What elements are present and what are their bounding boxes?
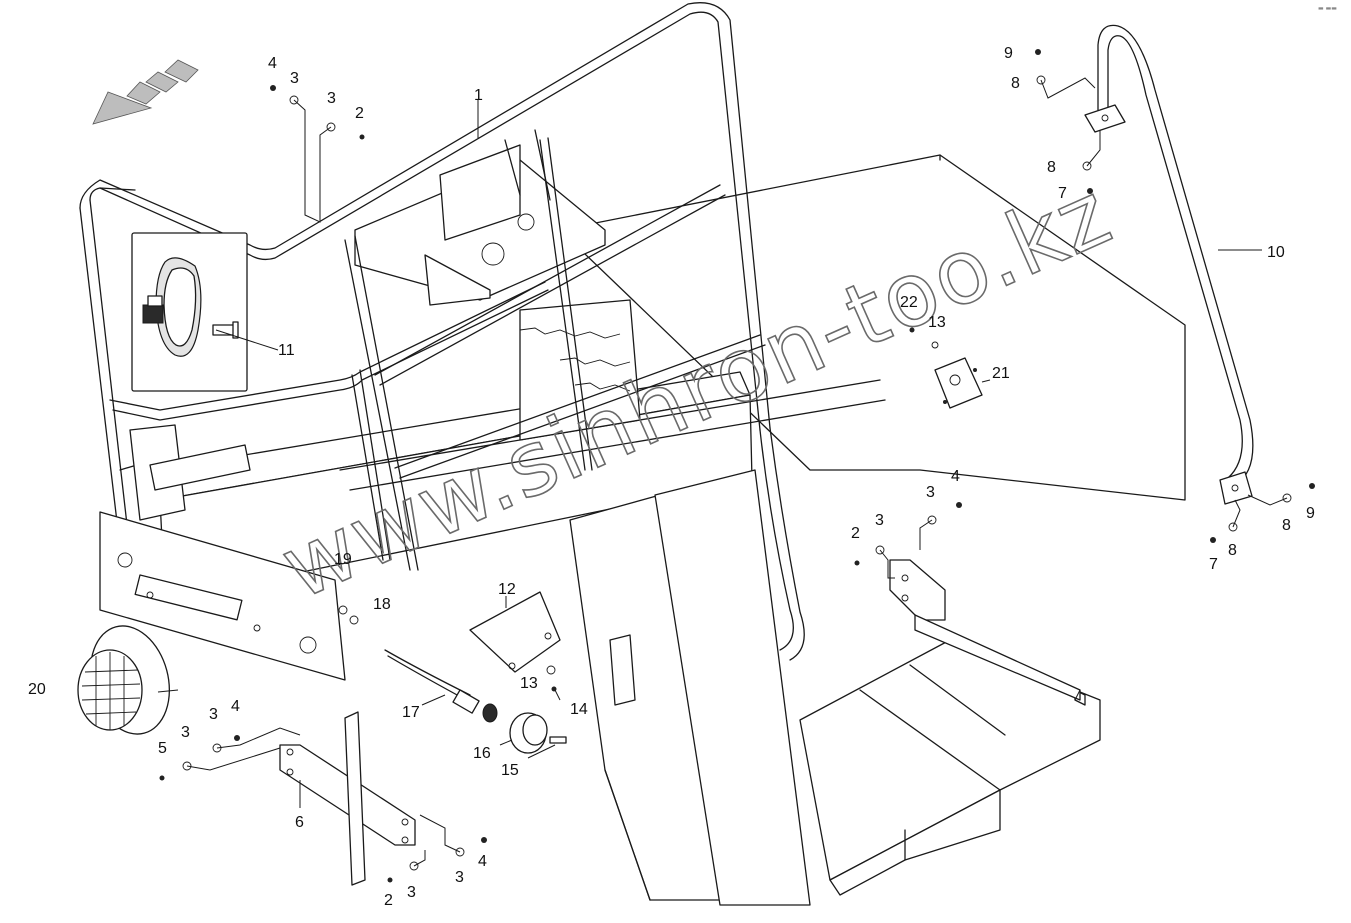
work-light-icon — [77, 625, 171, 735]
leader-lines — [157, 77, 1288, 867]
callout-7: 7 — [1209, 556, 1218, 573]
callout-3: 3 — [926, 484, 935, 501]
callout-3: 3 — [290, 70, 299, 87]
callout-3: 3 — [181, 724, 190, 741]
callout-3: 3 — [455, 869, 464, 886]
support-bracket — [279, 711, 416, 886]
mirror-plate — [131, 232, 248, 392]
callout-2: 2 — [384, 892, 393, 909]
callout-13: 13 — [928, 314, 946, 331]
callout-8: 8 — [1228, 542, 1237, 559]
corner-mark: ▬ ▬▬ — [1318, 5, 1337, 12]
callout-3: 3 — [327, 90, 336, 107]
callout-4: 4 — [951, 468, 960, 485]
callout-18: 18 — [373, 596, 391, 613]
callout-8: 8 — [1282, 517, 1291, 534]
callout-3: 3 — [875, 512, 884, 529]
rear-support-frame — [354, 129, 606, 306]
bottom-floor-plate — [799, 639, 1101, 896]
callout-3: 3 — [407, 884, 416, 901]
callout-15: 15 — [501, 762, 519, 779]
callout-12: 12 — [498, 581, 516, 598]
platform-floor-panel — [559, 154, 1186, 501]
callout-7: 7 — [1058, 185, 1067, 202]
callout-4: 4 — [268, 55, 277, 72]
bracket-plate-21 — [934, 357, 983, 409]
callout-14: 14 — [570, 701, 588, 718]
cable-connector — [384, 649, 567, 754]
left-side-frame — [129, 424, 251, 521]
cover-plate — [469, 591, 561, 673]
vertical-leg — [569, 469, 811, 906]
callout-8: 8 — [1047, 159, 1056, 176]
callout-21: 21 — [992, 365, 1010, 382]
callout-20: 20 — [28, 681, 46, 698]
callout-19: 19 — [334, 551, 352, 568]
callout-3: 3 — [209, 706, 218, 723]
callout-22: 22 — [900, 294, 918, 311]
callout-9: 9 — [1004, 45, 1013, 62]
callout-2: 2 — [851, 525, 860, 542]
mirror-icon — [142, 257, 202, 357]
callout-labels: 1 2 2 2 3 3 3 3 3 3 3 3 4 4 4 4 5 6 7 7 … — [28, 45, 1315, 909]
callout-10: 10 — [1267, 244, 1285, 261]
callout-11: 11 — [278, 342, 295, 359]
callout-2: 2 — [355, 105, 364, 122]
direction-arrow-icon — [92, 59, 199, 125]
ladder-steps — [519, 299, 641, 441]
callout-13: 13 — [520, 675, 538, 692]
callout-4: 4 — [231, 698, 240, 715]
lower-right-bracket — [889, 559, 1081, 701]
callout-1: 1 — [474, 87, 483, 104]
callout-4: 4 — [478, 853, 487, 870]
callout-8: 8 — [1011, 75, 1020, 92]
callout-5: 5 — [158, 740, 167, 757]
handrail-right — [1084, 24, 1254, 505]
callout-9: 9 — [1306, 505, 1315, 522]
bolt-icon — [212, 321, 239, 339]
callout-17: 17 — [402, 704, 420, 721]
handrail-main — [79, 2, 805, 661]
callout-16: 16 — [473, 745, 491, 762]
callout-6: 6 — [295, 814, 304, 831]
front-lamp-plate — [99, 511, 346, 681]
